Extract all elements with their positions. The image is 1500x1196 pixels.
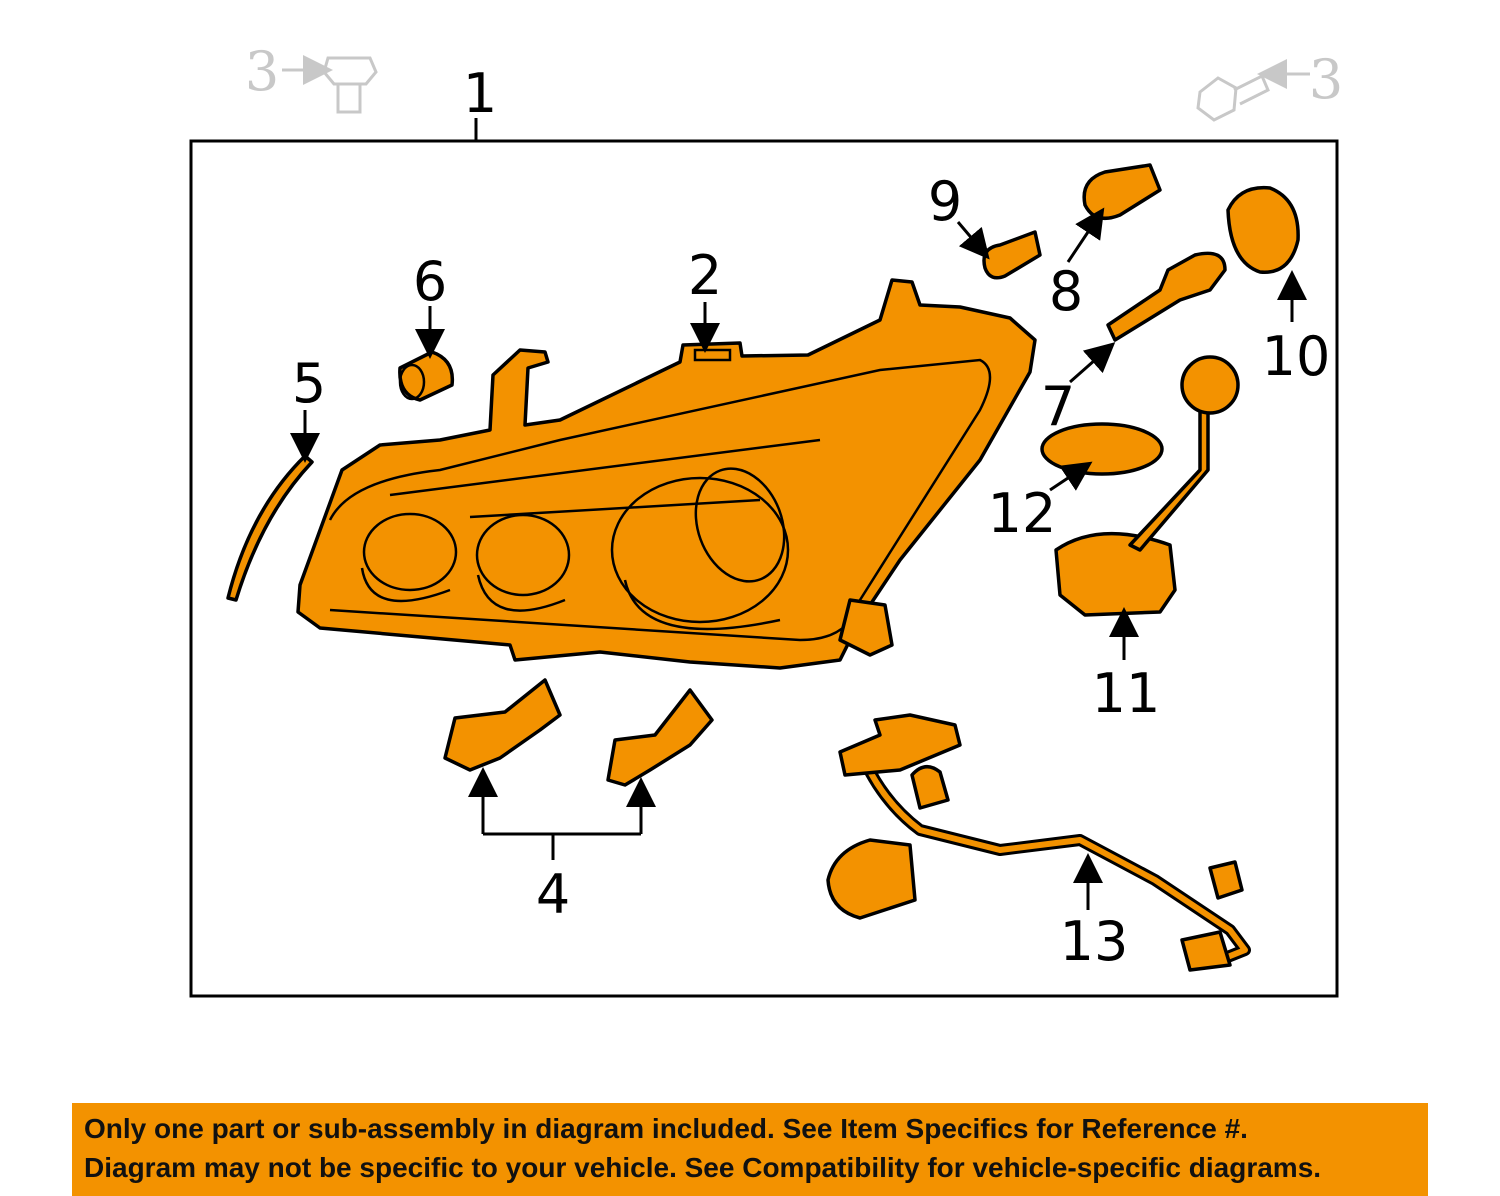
- bulb-small: [982, 230, 1042, 280]
- socket-cover: [1226, 185, 1300, 274]
- gasket: [1040, 422, 1164, 476]
- callout-12: 12: [988, 482, 1057, 545]
- wiring-harness: [826, 713, 1251, 972]
- callout-8: 8: [1049, 260, 1083, 323]
- callout-1: 1: [463, 62, 497, 125]
- bulb-medium: [1082, 163, 1162, 221]
- callout-6: 6: [413, 250, 447, 313]
- disclaimer-banner: Only one part or sub-assembly in diagram…: [72, 1103, 1428, 1196]
- callout-3-left: 3: [245, 40, 279, 103]
- bolt-right-ghost: 3: [1196, 48, 1343, 122]
- callout-10: 10: [1262, 325, 1331, 388]
- headlamp-assembly: [296, 278, 1037, 670]
- callout-11: 11: [1092, 662, 1161, 725]
- leveling-actuators: [443, 678, 714, 787]
- trim-strip: [226, 454, 314, 602]
- callout-9: 9: [928, 170, 962, 233]
- cap: [398, 350, 455, 402]
- assembly-frame: [189, 139, 1339, 998]
- disclaimer-line-2: Diagram may not be specific to your vehi…: [84, 1152, 1322, 1183]
- callout-2: 2: [688, 244, 722, 307]
- callout-5: 5: [292, 352, 326, 415]
- bulb-socket: [1054, 355, 1240, 617]
- callout-3-right: 3: [1309, 48, 1343, 111]
- disclaimer-line-1: Only one part or sub-assembly in diagram…: [84, 1113, 1248, 1144]
- headlamp-bulb: [1106, 251, 1227, 342]
- callout-4: 4: [536, 863, 570, 926]
- callout-13: 13: [1060, 910, 1129, 973]
- bolt-left-ghost: 3: [245, 40, 378, 114]
